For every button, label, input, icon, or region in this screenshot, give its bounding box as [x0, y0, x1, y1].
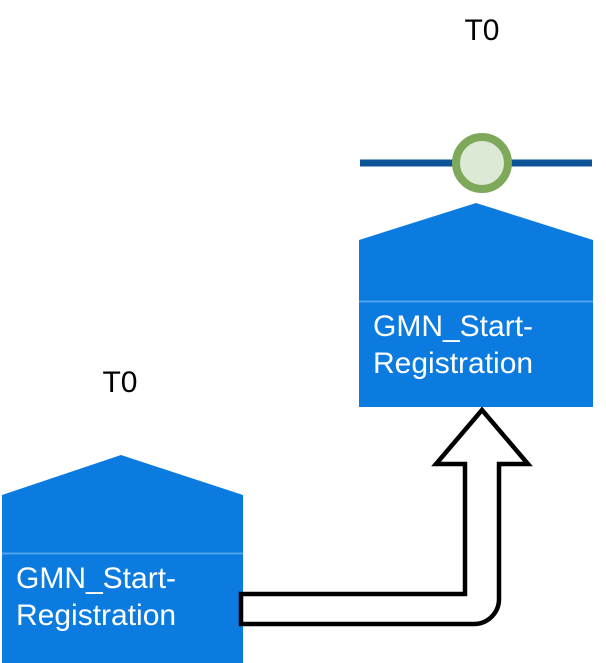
node-top-pentagon[interactable]: [359, 203, 593, 407]
node-top-group[interactable]: [359, 203, 593, 407]
transition-arrow-connector[interactable]: [238, 406, 533, 627]
tier-label-top: T0: [464, 14, 500, 47]
tier-label-bottom: T0: [102, 366, 138, 399]
state-marker-group[interactable]: [360, 133, 592, 193]
node-bottom-group[interactable]: [2, 455, 243, 663]
node-bottom-pentagon[interactable]: [2, 455, 243, 663]
marker-circle-icon[interactable]: [452, 133, 512, 193]
